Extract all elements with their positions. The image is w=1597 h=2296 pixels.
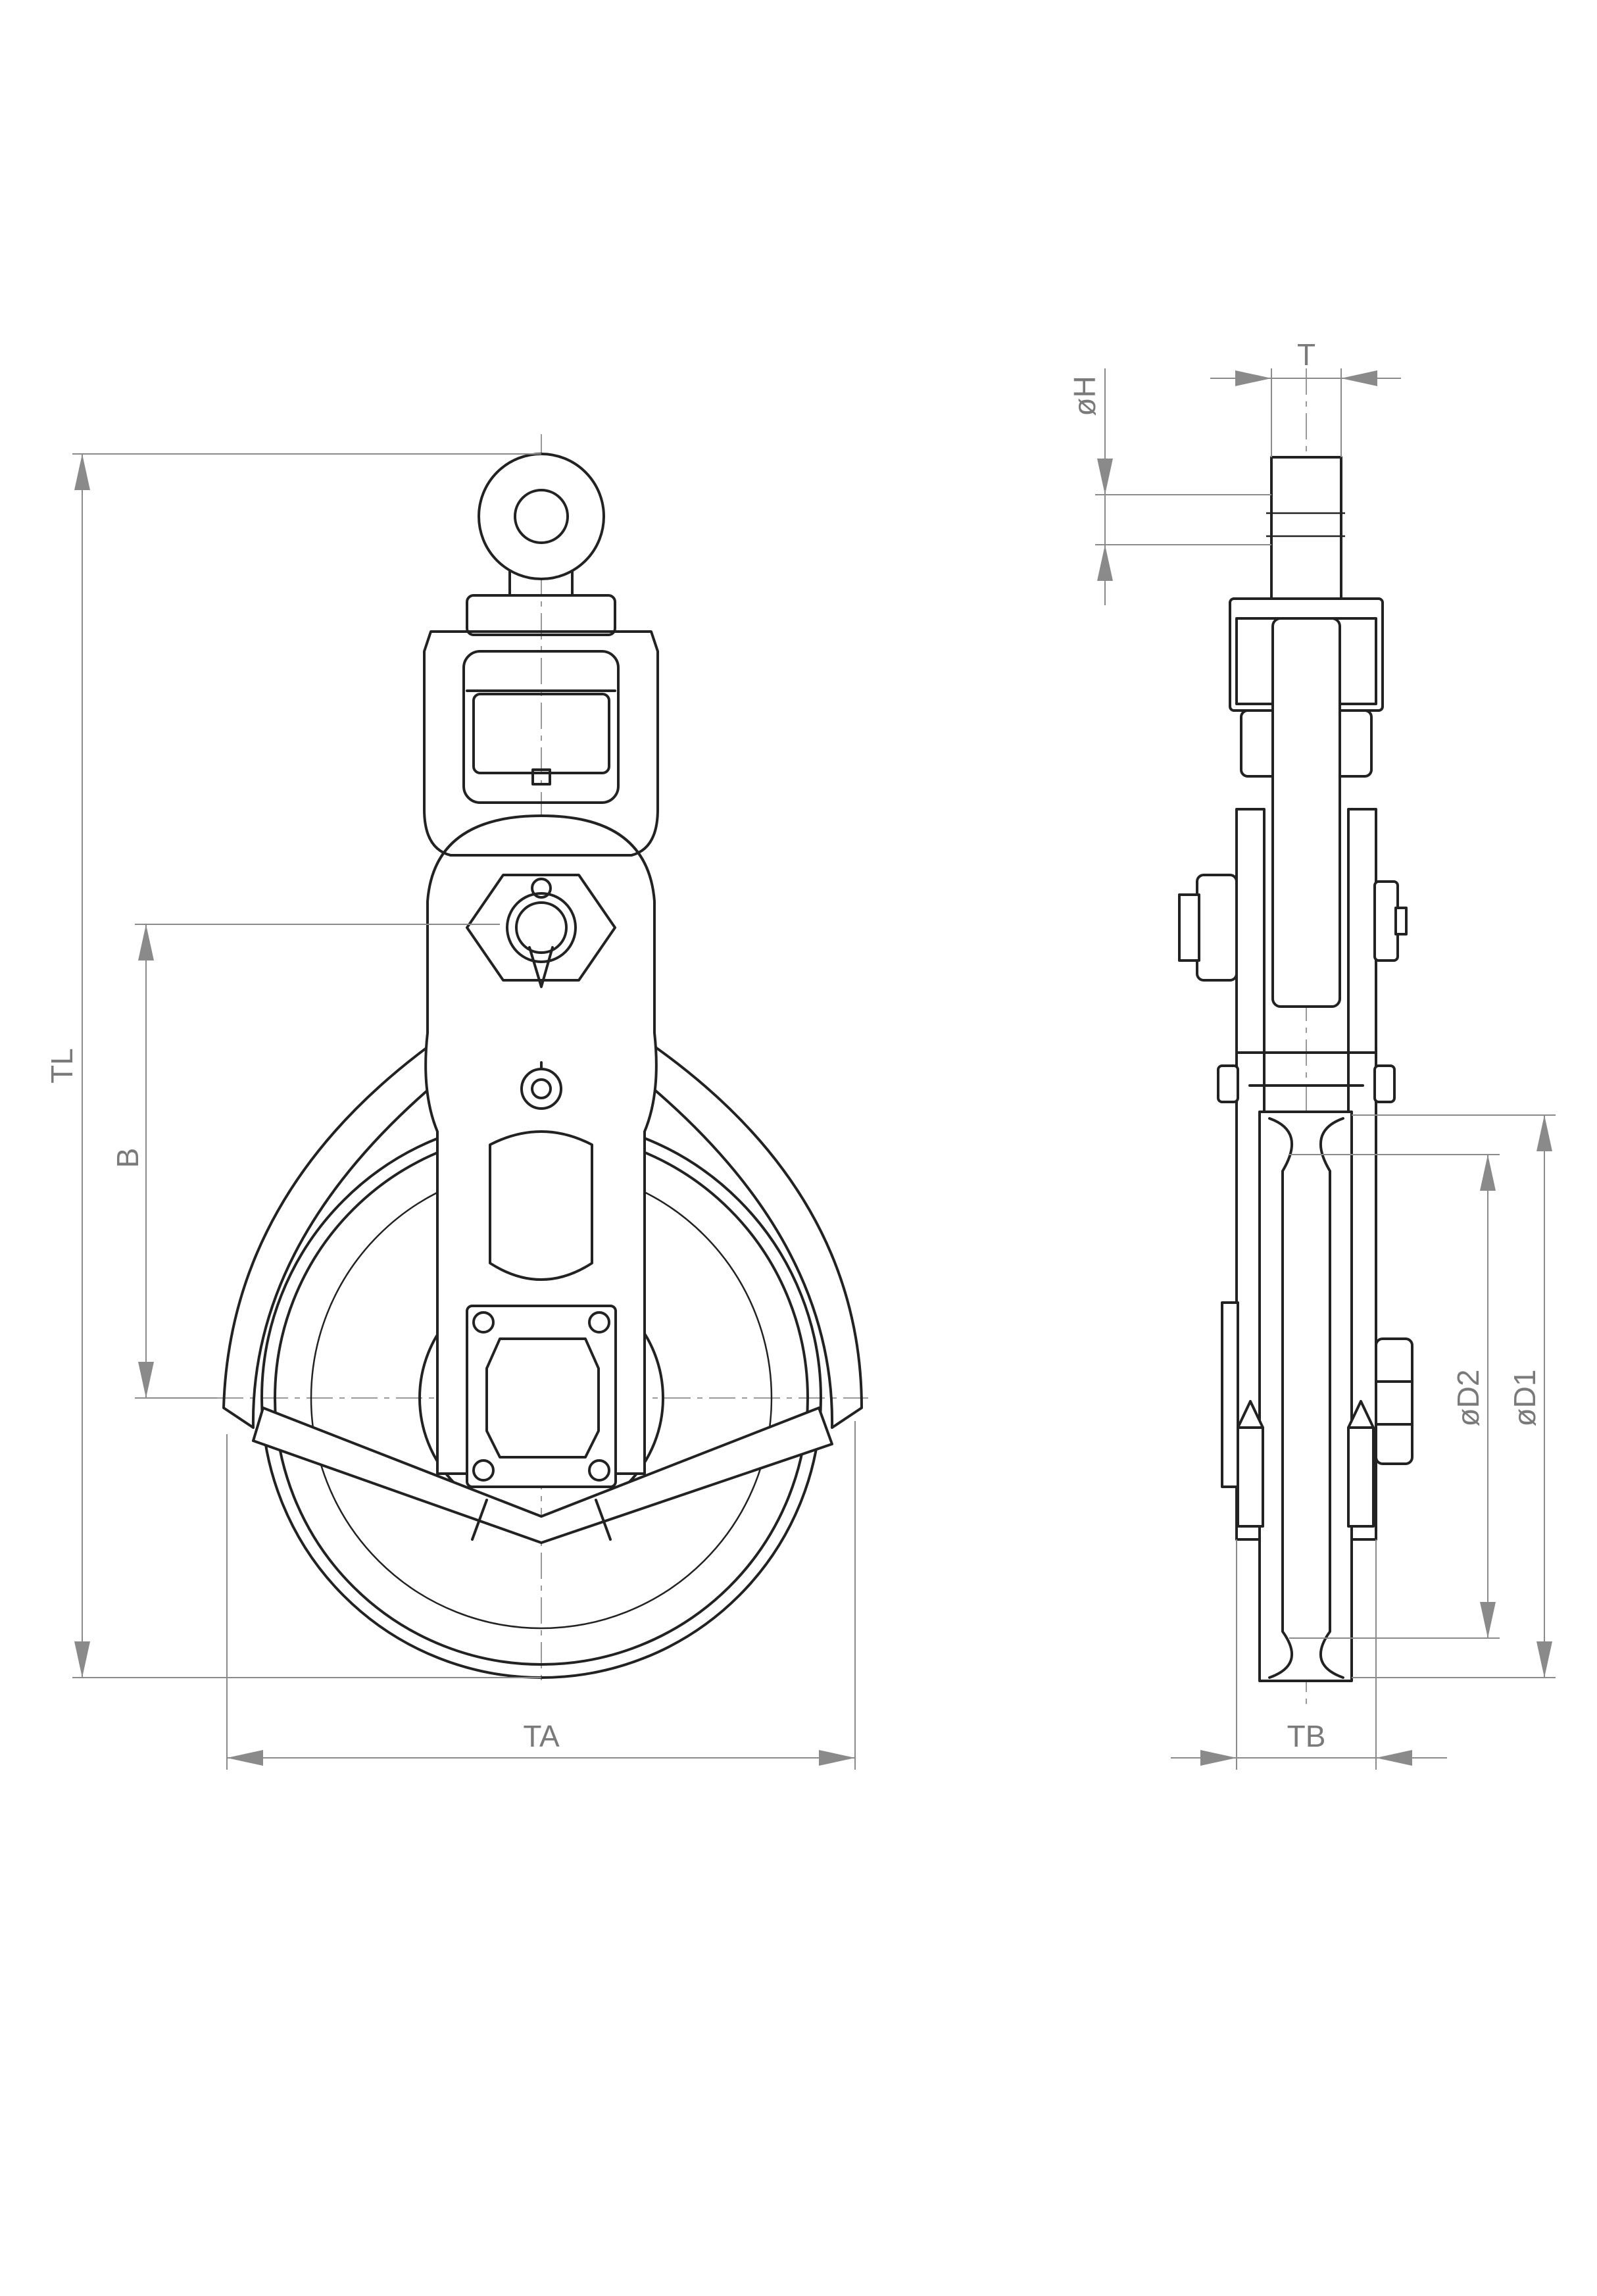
pin-left: [1217, 1064, 1239, 1103]
dim-label-d1: øD1: [1508, 1370, 1542, 1427]
plate-window: [489, 1130, 593, 1281]
front-dimensions: TL B TA: [45, 453, 856, 1770]
eye-front: [478, 453, 605, 597]
pin-right: [1373, 1064, 1396, 1103]
hub-side: [1221, 1301, 1413, 1528]
center-link: [1271, 617, 1341, 1008]
axle-bolt-upper: [1178, 874, 1408, 982]
swivel-head-front: [423, 594, 659, 857]
front-view: [217, 434, 868, 1684]
dim-label-ta: TA: [523, 1719, 560, 1753]
lock-pin: [520, 1061, 562, 1110]
swivel-shank: [1270, 456, 1342, 600]
bearing-cover: [466, 1305, 617, 1488]
side-dimensions: T øH TB øD2 øD1: [1068, 337, 1556, 1770]
sheave-side: [1248, 1051, 1364, 1682]
dim-label-tb: TB: [1287, 1719, 1326, 1753]
dim-label-tl: TL: [45, 1048, 79, 1084]
axle-nut-upper: [466, 874, 616, 988]
dim-label-b: B: [111, 1148, 145, 1168]
dim-label-t: T: [1297, 337, 1315, 372]
side-view: [1178, 368, 1413, 1710]
dim-label-h: øH: [1068, 376, 1102, 416]
rope-guard: [222, 1032, 863, 1544]
dim-label-d2: øD2: [1451, 1370, 1485, 1427]
